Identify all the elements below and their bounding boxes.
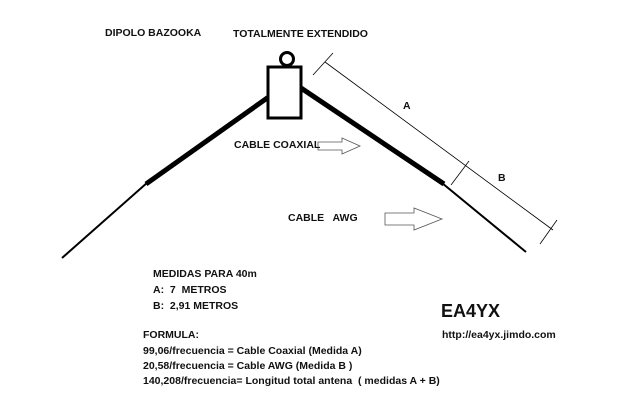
measures-heading: MEDIDAS PARA 40m bbox=[153, 268, 257, 280]
callsign-logo: EA4YX bbox=[441, 301, 501, 321]
coax-label: CABLE COAXIAL bbox=[234, 139, 321, 151]
formula-line: 140,208/frecuencia= Longitud total anten… bbox=[143, 375, 440, 387]
measure-b: B: 2,91 METROS bbox=[153, 300, 239, 312]
diagram-subtitle: TOTALMENTE EXTENDIDO bbox=[233, 28, 368, 40]
hanging-ring bbox=[279, 51, 295, 67]
right-coax-wire bbox=[296, 83, 446, 187]
left-awg-wire bbox=[61, 181, 149, 259]
awg-arrow-icon bbox=[384, 207, 444, 231]
left-coax-wire bbox=[144, 93, 272, 187]
right-awg-wire bbox=[441, 182, 527, 253]
formula-line: 20,58/frecuencia = Cable AWG (Medida B ) bbox=[143, 360, 353, 372]
dimension-a-label: A bbox=[403, 100, 411, 112]
dimension-line bbox=[324, 61, 554, 231]
balun-box bbox=[266, 65, 303, 120]
dimension-tick-mid bbox=[450, 160, 470, 186]
dimension-tick-top bbox=[312, 52, 334, 76]
author-url: http://ea4yx.jimdo.com bbox=[442, 329, 556, 341]
dimension-b-label: B bbox=[498, 172, 506, 184]
coax-arrow-icon bbox=[317, 137, 361, 155]
formula-line: 99,06/frecuencia = Cable Coaxial (Medida… bbox=[143, 345, 362, 357]
awg-label: CABLE AWG bbox=[288, 212, 358, 224]
measure-a: A: 7 METROS bbox=[153, 284, 227, 296]
dimension-tick-bottom bbox=[539, 219, 558, 245]
diagram-title: DIPOLO BAZOOKA bbox=[105, 27, 202, 39]
formula-heading: FORMULA: bbox=[143, 329, 199, 341]
